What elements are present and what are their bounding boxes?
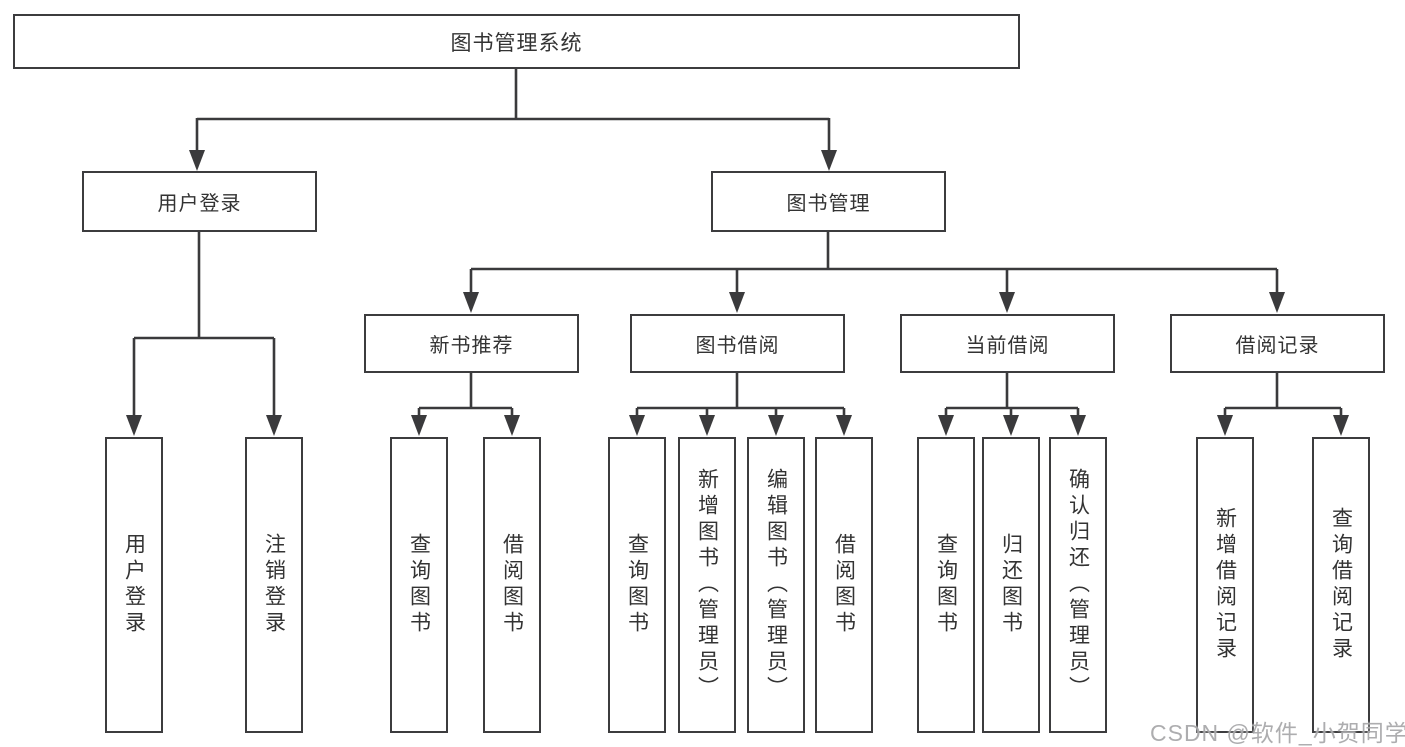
connector-user-login-branch bbox=[126, 232, 282, 436]
node-borrow-records: 借阅记录 bbox=[1170, 314, 1385, 373]
node-new-book-recommend: 新书推荐 bbox=[364, 314, 579, 373]
node-label: 当前借阅 bbox=[965, 335, 1050, 357]
node-library-management-system: 图书管理系统 bbox=[13, 14, 1020, 69]
node-current-borrow: 当前借阅 bbox=[900, 314, 1115, 373]
connector-root-to-level2 bbox=[189, 68, 837, 171]
leaf-add-borrow-record: 新增借阅记录 bbox=[1196, 437, 1254, 733]
node-label: 注销登录 bbox=[262, 533, 286, 637]
node-label: 图书管理 bbox=[786, 193, 871, 215]
node-book-borrow: 图书借阅 bbox=[630, 314, 845, 373]
node-label: 图书借阅 bbox=[695, 335, 780, 357]
node-label: 用户登录 bbox=[157, 193, 242, 215]
node-label: 新增借阅记录 bbox=[1213, 507, 1237, 663]
leaf-borrow-books-recommend: 借阅图书 bbox=[483, 437, 541, 733]
node-label: 查询借阅记录 bbox=[1329, 507, 1353, 663]
node-label: 确认归还（管理员） bbox=[1066, 468, 1090, 702]
node-label: 借阅图书 bbox=[500, 533, 524, 637]
node-label: 借阅记录 bbox=[1235, 335, 1320, 357]
leaf-confirm-return-admin: 确认归还（管理员） bbox=[1049, 437, 1107, 733]
leaf-borrow-books: 借阅图书 bbox=[815, 437, 873, 733]
node-label: 用户登录 bbox=[122, 533, 146, 637]
leaf-query-borrow-record: 查询借阅记录 bbox=[1312, 437, 1370, 733]
connector-current-borrow-branch bbox=[938, 373, 1086, 436]
connector-borrow-records-branch bbox=[1217, 373, 1349, 436]
node-label: 查询图书 bbox=[407, 533, 431, 637]
leaf-query-books-current: 查询图书 bbox=[917, 437, 975, 733]
connector-new-book-branch bbox=[411, 373, 520, 436]
leaf-edit-books-admin: 编辑图书（管理员） bbox=[747, 437, 805, 733]
node-label: 借阅图书 bbox=[832, 533, 856, 637]
node-label: 编辑图书（管理员） bbox=[764, 468, 788, 702]
node-user-login: 用户登录 bbox=[82, 171, 317, 232]
csdn-watermark: CSDN @软件_小贺同学 bbox=[1150, 720, 1405, 746]
node-label: 查询图书 bbox=[625, 533, 649, 637]
connector-book-borrow-branch bbox=[629, 373, 852, 436]
node-label: 查询图书 bbox=[934, 533, 958, 637]
leaf-query-books-borrow: 查询图书 bbox=[608, 437, 666, 733]
node-book-management: 图书管理 bbox=[711, 171, 946, 232]
leaf-logout: 注销登录 bbox=[245, 437, 303, 733]
connector-book-management-branch bbox=[463, 232, 1285, 313]
leaf-return-books: 归还图书 bbox=[982, 437, 1040, 733]
leaf-query-books-recommend: 查询图书 bbox=[390, 437, 448, 733]
node-label: 图书管理系统 bbox=[450, 31, 583, 55]
leaf-user-login: 用户登录 bbox=[105, 437, 163, 733]
node-label: 新书推荐 bbox=[429, 335, 514, 357]
node-label: 归还图书 bbox=[999, 533, 1023, 637]
leaf-add-books-admin: 新增图书（管理员） bbox=[678, 437, 736, 733]
node-label: 新增图书（管理员） bbox=[695, 468, 719, 702]
